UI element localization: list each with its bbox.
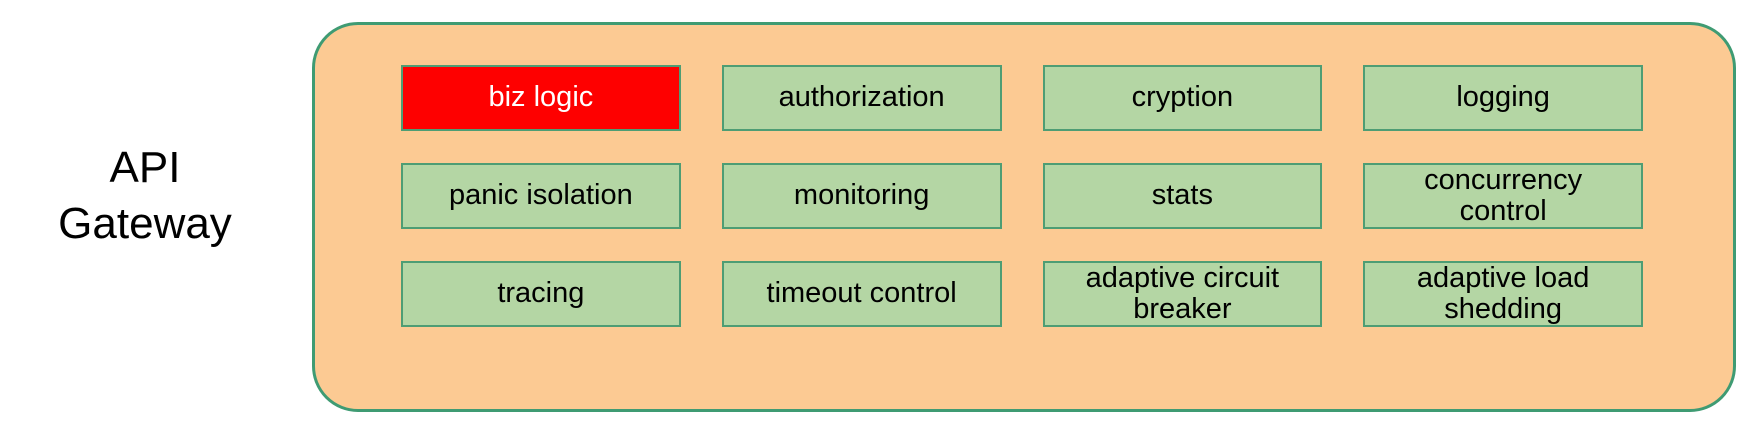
capability-box-timeout-control[interactable]: timeout control (721, 261, 1002, 327)
capability-box-logging[interactable]: logging (1363, 65, 1643, 131)
api-gateway-side-label: API Gateway (58, 143, 232, 249)
capability-box-cryption[interactable]: cryption (1042, 65, 1323, 131)
capability-box-stats[interactable]: stats (1042, 163, 1323, 229)
api-gateway-container: biz logic authorization cryption logging pan… (312, 22, 1736, 412)
capability-box-panic-isolation[interactable]: panic isolation (401, 163, 681, 229)
capability-grid: biz logic authorization cryption logging pan… (401, 65, 1643, 327)
capability-box-authorization[interactable]: authorization (721, 65, 1002, 131)
capability-box-monitoring[interactable]: monitoring (721, 163, 1002, 229)
capability-box-biz-logic[interactable]: biz logic (401, 65, 681, 131)
capability-box-tracing[interactable]: tracing (401, 261, 681, 327)
capability-box-concurrency-control[interactable]: concurrency control (1363, 163, 1643, 229)
capability-box-adaptive-circuit-breaker[interactable]: adaptive circuit breaker (1042, 261, 1323, 327)
capability-box-adaptive-load-shedding[interactable]: adaptive load shedding (1363, 261, 1643, 327)
